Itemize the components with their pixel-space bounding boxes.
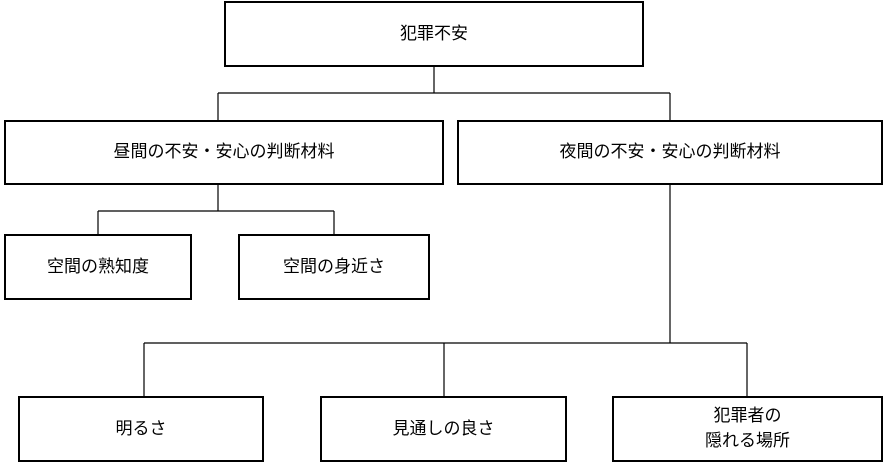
node-label: 空間の身近さ	[283, 256, 385, 277]
node-hiding-places: 犯罪者の 隠れる場所	[612, 396, 883, 462]
node-label: 空間の熟知度	[47, 256, 149, 277]
node-brightness: 明るさ	[18, 396, 264, 462]
node-crime-anxiety: 犯罪不安	[224, 1, 644, 67]
node-label: 犯罪不安	[400, 23, 468, 44]
node-space-nearness: 空間の身近さ	[238, 234, 430, 300]
node-label: 明るさ	[115, 418, 167, 439]
node-label: 見通しの良さ	[392, 418, 495, 439]
node-visibility: 見通しの良さ	[320, 396, 567, 462]
node-nighttime-factors: 夜間の不安・安心の判断材料	[457, 120, 883, 185]
node-label: 犯罪者の 隠れる場所	[705, 406, 790, 451]
node-label: 夜間の不安・安心の判断材料	[559, 142, 781, 163]
node-space-familiarity: 空間の熟知度	[4, 234, 192, 300]
node-daytime-factors: 昼間の不安・安心の判断材料	[4, 120, 444, 185]
node-label: 昼間の不安・安心の判断材料	[113, 142, 335, 163]
